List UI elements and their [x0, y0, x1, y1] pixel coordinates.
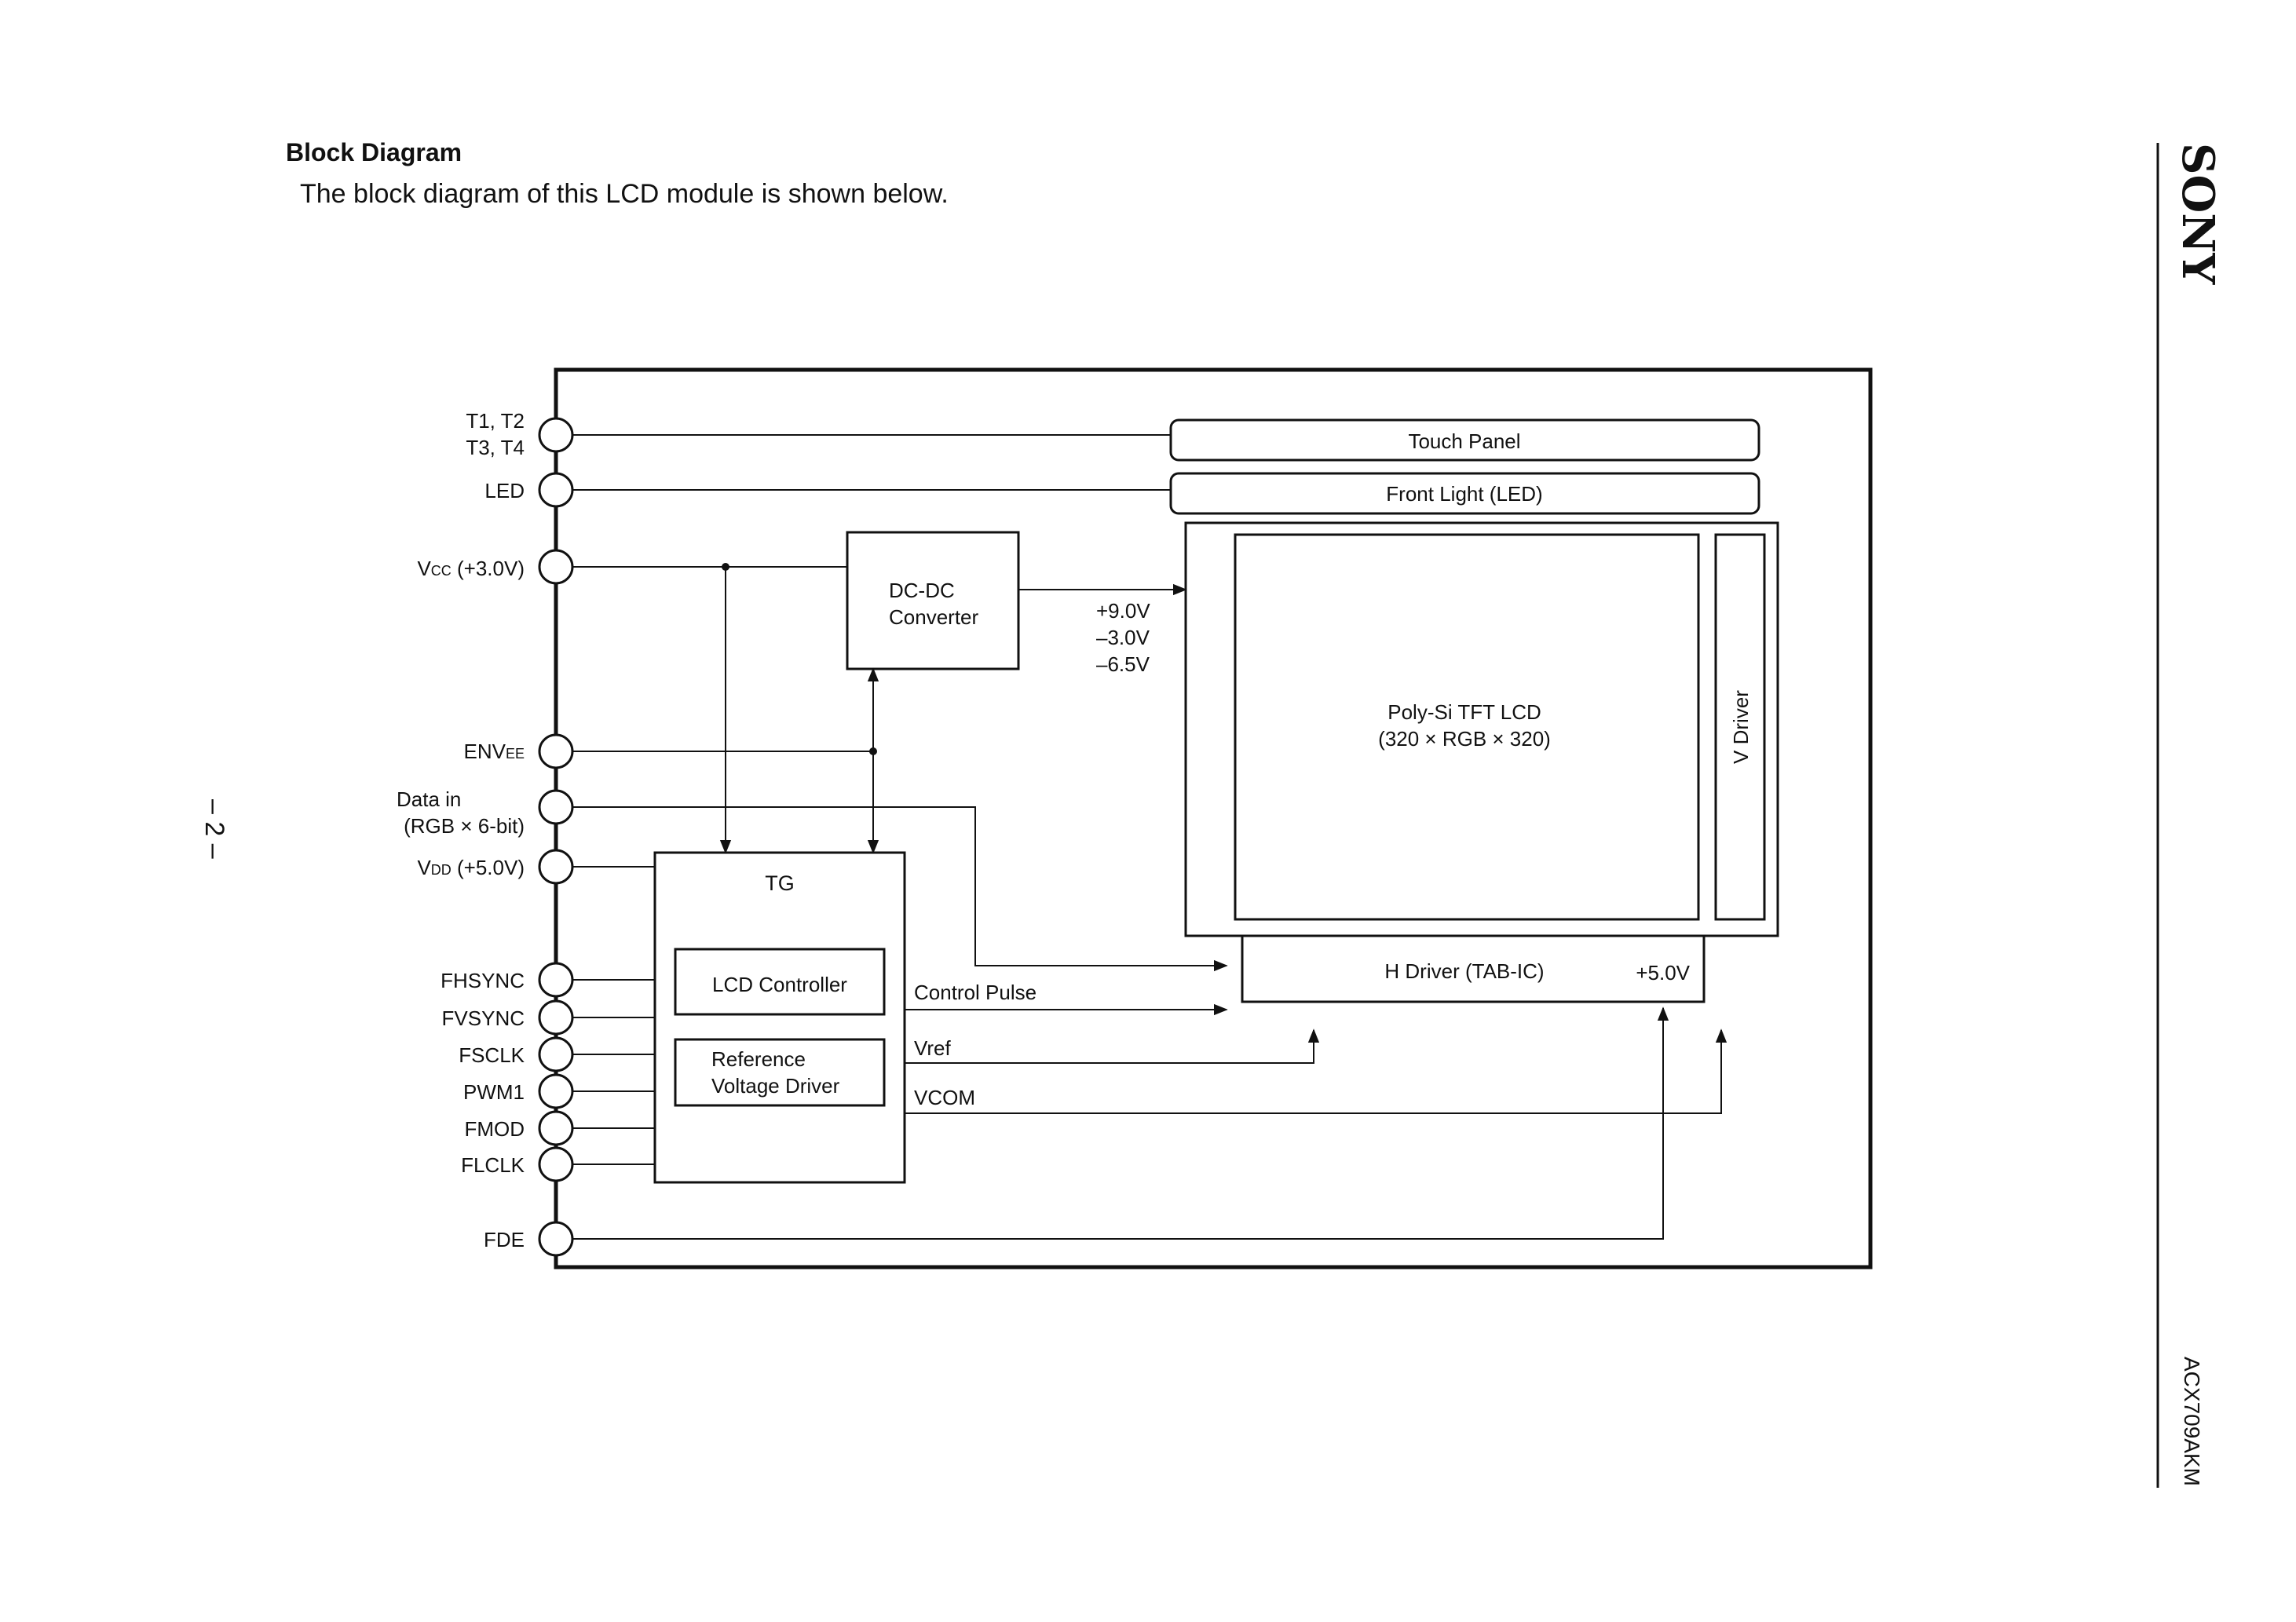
- part-number: ACX709AKM: [2180, 1357, 2204, 1486]
- block-diagram-title: Block Diagram: [286, 138, 462, 166]
- envee-junction-dot: [869, 747, 877, 755]
- lcd-controller-block: [674, 948, 886, 1016]
- dcdc-label-line1: DC-DC: [889, 579, 955, 602]
- pin-fsclk-label: FSCLK: [459, 1043, 525, 1067]
- pin-data-in-label-line1: Data in: [397, 787, 461, 811]
- h-driver-block: [1241, 934, 1706, 1003]
- vcom-label: VCOM: [914, 1086, 975, 1109]
- ref-driver-label-line2: Voltage Driver: [711, 1074, 840, 1098]
- pin-t1-t2-label: T1, T2: [466, 409, 525, 433]
- front-light-label: Front Light (LED): [1386, 482, 1542, 506]
- ref-driver-label-line1: Reference: [711, 1047, 806, 1071]
- dcdc-output-minus3v: –3.0V: [1096, 626, 1150, 649]
- pin-data-in-label-line2: (RGB × 6-bit): [404, 814, 525, 838]
- block-diagram-intro: The block diagram of this LCD module is …: [300, 179, 949, 209]
- signal-wires: [573, 434, 1727, 1240]
- h-driver-label: H Driver (TAB-IC): [1384, 959, 1544, 983]
- touch-panel-block: [1169, 418, 1760, 462]
- dcdc-output-plus9v: +9.0V: [1096, 599, 1150, 623]
- pin-fhsync-label: FHSYNC: [441, 969, 525, 992]
- pin-flclk-label: FLCLK: [461, 1153, 525, 1177]
- dcdc-label-line2: Converter: [889, 605, 978, 629]
- vcc-junction-dot: [722, 563, 729, 571]
- pin-led-label: LED: [484, 479, 525, 502]
- dcdc-converter-block: [846, 531, 1020, 670]
- pin-t3-t4-label: T3, T4: [466, 436, 525, 459]
- pin-vdd-label: VDD (+5.0V): [417, 856, 525, 879]
- tft-lcd-label-line1: Poly-Si TFT LCD: [1387, 700, 1541, 724]
- pin-fmod-label: FMOD: [464, 1117, 525, 1141]
- h-driver-voltage-label: +5.0V: [1636, 961, 1690, 985]
- module-outline: [554, 367, 1873, 1269]
- tg-block: [653, 851, 906, 1184]
- v-driver-label: V Driver: [1729, 690, 1753, 764]
- control-pulse-label: Control Pulse: [914, 981, 1036, 1004]
- tft-lcd-panel: [1234, 533, 1700, 921]
- front-light-block: [1169, 472, 1760, 515]
- pin-fvsync-label: FVSYNC: [442, 1006, 525, 1030]
- vref-label: Vref: [914, 1036, 951, 1060]
- tft-lcd-label-line2: (320 × RGB × 320): [1378, 727, 1551, 751]
- tg-label: TG: [765, 871, 795, 895]
- v-driver-block: [1714, 533, 1766, 921]
- reference-voltage-driver-block: [674, 1038, 886, 1107]
- pin-connectors: [538, 417, 574, 1257]
- sony-logo: SONY: [2172, 143, 2224, 285]
- page-number: – 2 –: [199, 799, 229, 859]
- lcd-controller-label: LCD Controller: [712, 973, 847, 996]
- pin-pwm1-label: PWM1: [463, 1080, 525, 1104]
- dcdc-output-minus65v: –6.5V: [1096, 652, 1150, 676]
- pin-labels: T1, T2 T3, T4 LED VCC (+3.0V) ENVEE Data…: [397, 409, 525, 1251]
- pin-fde-label: FDE: [484, 1228, 525, 1251]
- pin-vcc-label: VCC (+3.0V): [417, 557, 525, 580]
- touch-panel-label: Touch Panel: [1408, 429, 1520, 453]
- pin-envee-label: ENVEE: [464, 740, 525, 763]
